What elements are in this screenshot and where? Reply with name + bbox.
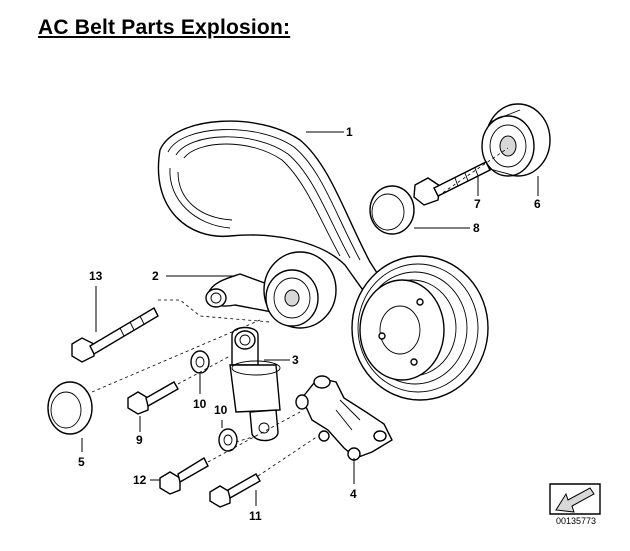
- idler-pulley: [481, 103, 551, 177]
- tensioner-arm: [205, 273, 273, 313]
- idler-bolt: [413, 161, 491, 206]
- crank-pulley: [351, 255, 489, 401]
- direction-arrow-icon: [549, 483, 601, 515]
- leader-lines: [81, 131, 539, 506]
- callout-12: 12: [133, 473, 147, 487]
- pulley-cap: [369, 185, 415, 235]
- flange-bolt: [159, 457, 209, 495]
- short-bolt: [127, 381, 179, 415]
- callout-10b: 10: [214, 403, 228, 417]
- mounting-bolt: [209, 473, 261, 508]
- callout-6: 6: [534, 197, 541, 211]
- page-title: AC Belt Parts Explosion:: [38, 16, 291, 39]
- callout-7: 7: [474, 197, 481, 211]
- callout-2: 2: [152, 269, 159, 283]
- callout-11: 11: [249, 509, 262, 523]
- doc-number: 00135773: [556, 516, 596, 526]
- callout-9: 9: [136, 433, 143, 447]
- tensioner-damper: [229, 326, 281, 442]
- callout-13: 13: [89, 269, 103, 283]
- callout-4: 4: [350, 487, 357, 501]
- callout-labels: 1 2 3 4 5 6 7 8 9 10 10 11 12 13: [78, 125, 541, 523]
- callout-8: 8: [473, 221, 480, 235]
- callout-5: 5: [78, 455, 85, 469]
- washer-lower: [218, 428, 238, 452]
- tensioner-pulley: [263, 251, 337, 329]
- assembly-guides: [91, 147, 509, 477]
- washer-upper: [190, 350, 210, 374]
- long-bolt: [71, 307, 159, 363]
- callout-1: 1: [346, 125, 353, 139]
- mounting-bracket: [295, 375, 393, 461]
- dust-cap: [47, 381, 93, 435]
- callout-10a: 10: [193, 397, 207, 411]
- callout-3: 3: [292, 353, 299, 367]
